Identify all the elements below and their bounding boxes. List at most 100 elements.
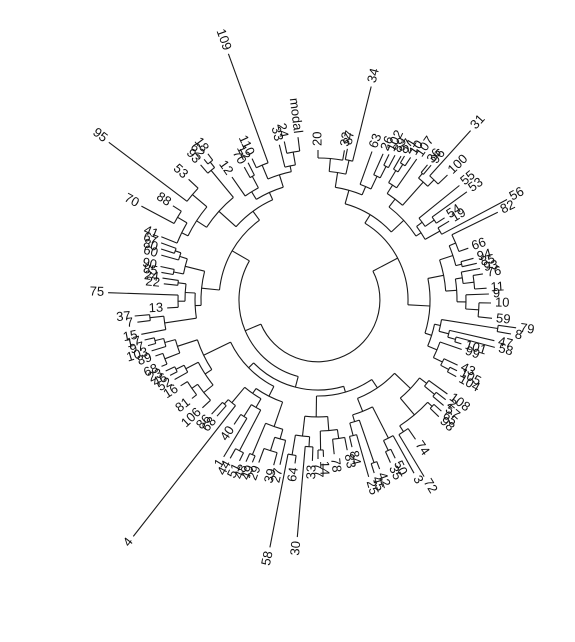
tip-label: 109: [214, 27, 236, 53]
terminal-branch: [161, 271, 174, 276]
tip-label: 74: [413, 438, 434, 458]
clade-arc: [235, 199, 273, 228]
terminal-branch: [161, 363, 168, 367]
internal-branch: [407, 304, 430, 307]
tip-label: 33: [269, 125, 287, 143]
internal-branch: [269, 437, 276, 451]
tip-label: 31: [467, 111, 488, 132]
terminal-branch: [461, 267, 481, 273]
root-arc: [260, 270, 381, 363]
terminal-branch: [144, 337, 155, 341]
terminal-branch: [370, 463, 375, 474]
clade-arc: [176, 222, 188, 244]
internal-branch: [175, 250, 182, 254]
tip-label: 49: [238, 463, 257, 482]
tip-label: 58: [497, 340, 515, 358]
terminal-branch: [352, 86, 372, 162]
terminal-branch: [207, 153, 214, 161]
internal-branch: [399, 397, 415, 416]
terminal-branch: [141, 329, 166, 335]
tip-label: 52: [154, 374, 174, 394]
terminal-branch: [311, 446, 314, 461]
internal-branch: [255, 398, 262, 408]
terminal-branch: [436, 217, 445, 224]
tip-label: 7: [125, 314, 134, 330]
terminal-branch: [273, 452, 278, 466]
clade-arc: [173, 248, 177, 254]
tree-branches: [108, 53, 517, 548]
terminal-branch: [134, 314, 150, 317]
internal-branch: [343, 386, 346, 393]
tip-label: 84: [347, 449, 365, 466]
clade-arc: [305, 445, 313, 448]
tip-label: 47: [497, 333, 514, 351]
terminal-branch: [449, 366, 458, 372]
terminal-branch: [455, 336, 495, 348]
terminal-branch: [231, 176, 246, 197]
internal-branch: [218, 210, 237, 228]
clade-arc: [496, 325, 499, 332]
terminal-branch: [497, 331, 512, 335]
tip-label: 80: [142, 235, 160, 254]
terminal-branch: [454, 341, 462, 345]
clade-arc: [477, 302, 480, 317]
tip-label: 83: [342, 452, 359, 469]
terminal-branch: [137, 320, 151, 323]
internal-branch: [447, 336, 456, 340]
terminal-branch: [202, 399, 211, 409]
internal-branch: [223, 399, 229, 405]
terminal-branch: [160, 265, 175, 270]
tip-label: 60: [142, 242, 160, 260]
internal-branch: [231, 250, 250, 262]
tip-label: 46: [150, 370, 170, 390]
clade-arc: [163, 338, 167, 347]
tip-label: 48: [231, 462, 251, 481]
terminal-branch: [348, 436, 353, 448]
terminal-branch: [172, 205, 182, 212]
internal-branch: [438, 330, 449, 335]
terminal-branch: [169, 371, 178, 376]
tip-label: 8: [514, 326, 524, 342]
terminal-branch: [211, 402, 223, 415]
clade-arc: [251, 404, 261, 411]
terminal-branch: [418, 185, 460, 219]
internal-branch: [173, 271, 184, 275]
terminal-branch: [439, 341, 462, 351]
terminal-branch: [269, 453, 289, 548]
terminal-branch: [432, 395, 444, 406]
internal-branch: [445, 289, 457, 292]
internal-branch: [358, 419, 375, 463]
terminal-branch: [279, 440, 287, 465]
terminal-branch: [296, 446, 306, 538]
terminal-branch: [398, 434, 425, 477]
clade-arc: [424, 278, 431, 334]
clade-arc: [265, 422, 283, 430]
internal-branch: [427, 345, 438, 351]
internal-branch: [248, 362, 254, 369]
internal-branch: [149, 315, 164, 319]
tip-label: 29: [245, 463, 264, 482]
tip-label: 50: [391, 458, 411, 478]
terminal-branch: [162, 277, 179, 281]
internal-branch: [251, 176, 259, 189]
terminal-branch: [392, 435, 415, 474]
clade-arc: [177, 280, 179, 286]
clade-arc: [287, 453, 297, 457]
internal-branch: [345, 160, 350, 175]
tip-label: 53: [171, 160, 192, 181]
internal-branch: [177, 216, 188, 224]
internal-branch: [424, 219, 435, 227]
tip-label: 94: [475, 245, 493, 263]
internal-branch: [294, 376, 299, 388]
internal-branch: [191, 383, 198, 389]
tip-label: 12: [234, 142, 254, 162]
tip-label: 99: [463, 343, 482, 362]
internal-branch: [388, 198, 396, 208]
internal-branch: [434, 323, 441, 327]
terminal-branch: [451, 211, 499, 236]
terminal-branch: [376, 461, 381, 470]
terminal-branch: [167, 306, 179, 309]
internal-branch: [261, 164, 269, 180]
internal-branch: [424, 230, 441, 240]
internal-branch: [372, 257, 398, 272]
